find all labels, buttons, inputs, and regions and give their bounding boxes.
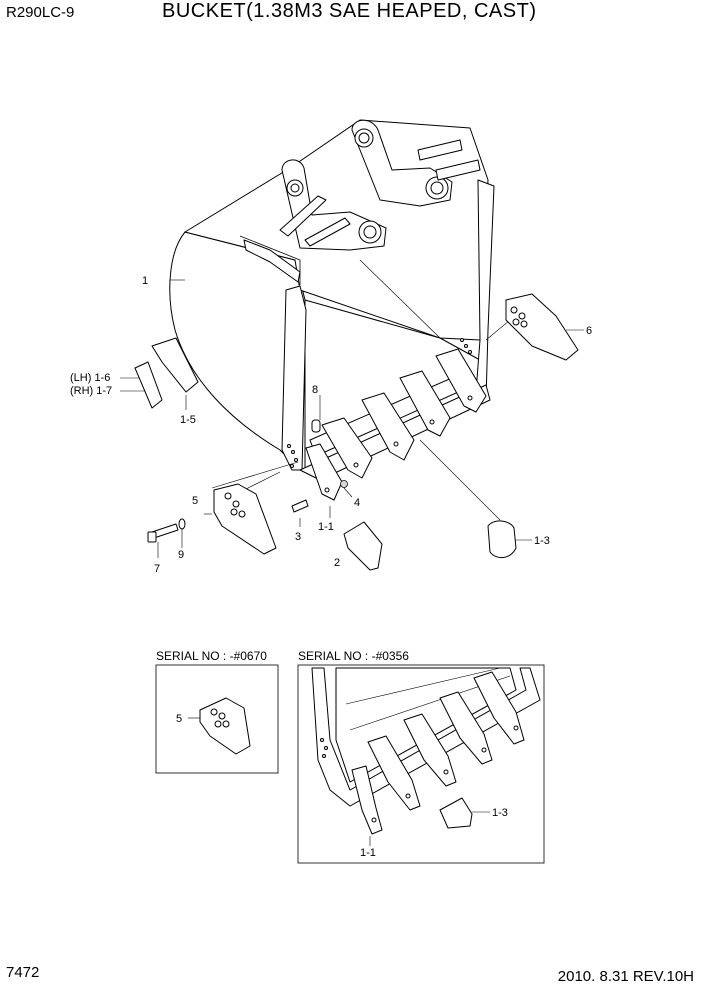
model-code: R290LC-9 bbox=[6, 4, 75, 21]
inset-right-callout-1-1: 1-1 bbox=[360, 847, 376, 859]
page-number: 7472 bbox=[6, 964, 40, 981]
tooth-shroud-part bbox=[487, 520, 517, 558]
side-shroud-part bbox=[134, 361, 163, 409]
inset-right-serial-label: SERIAL NO : -#0356 bbox=[298, 649, 409, 663]
bucket-lip-with-adapters bbox=[299, 348, 491, 501]
callout-8: 8 bbox=[312, 384, 318, 396]
callout-1-5: 1-5 bbox=[180, 414, 196, 426]
callout-1-3-main: 1-3 bbox=[534, 535, 550, 547]
inset-left-frame bbox=[155, 664, 279, 774]
inset-right-callout-1-3: 1-3 bbox=[492, 807, 508, 819]
page-title: BUCKET(1.38M3 SAE HEAPED, CAST) bbox=[162, 0, 537, 22]
callout-4: 4 bbox=[354, 497, 360, 509]
left-side-cutter-part bbox=[213, 483, 277, 555]
callout-3: 3 bbox=[295, 531, 301, 543]
pin-part bbox=[291, 499, 309, 513]
inset-left-side-cutter bbox=[188, 697, 251, 755]
callout-1: 1 bbox=[142, 275, 148, 287]
inset-right-frame bbox=[297, 664, 545, 864]
lock-parts bbox=[311, 419, 348, 488]
side-cutter-part bbox=[151, 337, 199, 393]
bolt-and-washer bbox=[147, 518, 186, 543]
callout-6: 6 bbox=[586, 325, 592, 337]
callout-1-6: (LH) 1-6 bbox=[70, 372, 110, 384]
inset-right-tooth-shroud bbox=[439, 797, 473, 829]
inset-left-serial-label: SERIAL NO : -#0670 bbox=[156, 649, 267, 663]
inset-right-bucket-lip bbox=[311, 667, 541, 835]
callout-7: 7 bbox=[154, 563, 160, 575]
callout-2: 2 bbox=[334, 557, 340, 569]
callout-1-7: (RH) 1-7 bbox=[70, 385, 112, 397]
callout-9: 9 bbox=[178, 549, 184, 561]
right-side-cutter-part bbox=[505, 293, 579, 361]
tooth-part bbox=[343, 521, 383, 571]
inset-left-callout-5: 5 bbox=[176, 713, 182, 725]
callout-1-1-main: 1-1 bbox=[318, 521, 334, 533]
date-revision: 2010. 8.31 REV.10H bbox=[557, 968, 694, 985]
bucket-body bbox=[169, 119, 495, 471]
callout-5-main: 5 bbox=[192, 495, 198, 507]
